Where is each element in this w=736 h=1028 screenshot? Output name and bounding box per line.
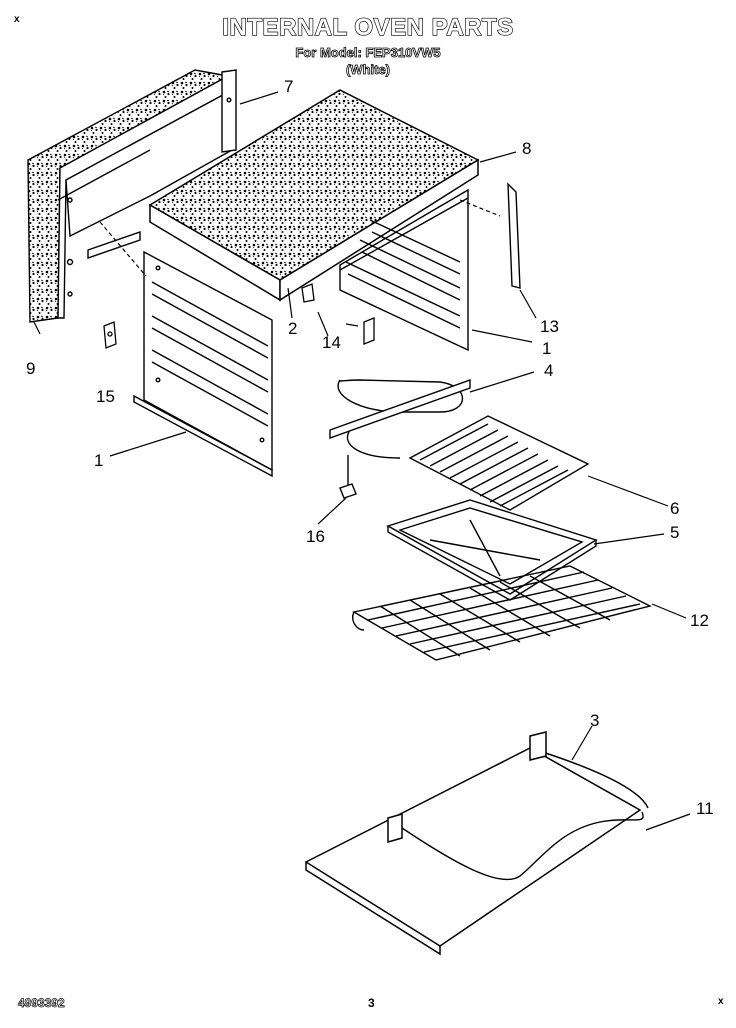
broil-pan-5 [386,499,598,601]
bake-element-11 [401,811,644,881]
callout-8: 8 [522,139,532,158]
bottom-cover-3 [304,731,649,956]
callout-16: 16 [306,527,325,546]
color-line: (White) [345,62,391,78]
callout-11: 11 [696,799,714,818]
page-title: INTERNAL OVEN PARTS [222,13,514,41]
callout-15: 15 [96,387,115,406]
callout-1-left: 1 [94,451,104,470]
rear-panel-7 [221,69,237,153]
callout-5: 5 [670,523,680,542]
page-number: 3 [368,996,375,1010]
callout-14: 14 [322,333,341,352]
callout-12: 12 [690,611,709,630]
bracket-15 [103,321,117,349]
callout-6: 6 [670,499,680,518]
rear-insulation-panel [27,69,233,323]
callout-1-right: 1 [542,339,552,358]
oven-rack-12 [352,565,652,661]
corner-mark-bottom: x [718,996,724,1007]
side-trim-13 [507,182,521,289]
corner-mark-top: x [14,14,20,25]
oven-cavity-right-wall [339,188,469,352]
callout-7: 7 [284,77,294,96]
broil-pan-grid-6 [408,415,590,511]
bake-element-4 [329,379,471,499]
callout-13: 13 [540,317,559,336]
document-number: 4993392 [18,996,65,1011]
bracket-14 [301,283,375,345]
oven-top-insulation [148,89,480,302]
leader-lines [33,91,691,831]
callout-3: 3 [590,711,600,730]
callout-4: 4 [544,361,554,380]
callout-9: 9 [26,359,36,378]
model-line: For Model: FEP310VW5 [295,45,441,61]
callout-2: 2 [288,319,298,338]
oven-cavity-left-wall [133,250,273,478]
